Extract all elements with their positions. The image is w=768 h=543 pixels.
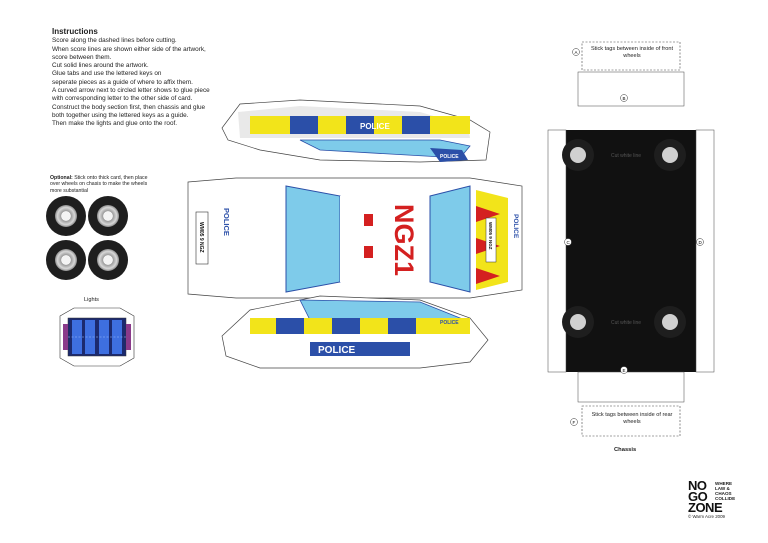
instruction-line: Construct the body section first, then c…: [52, 103, 206, 111]
lights-label: Lights: [84, 297, 99, 303]
side-police-small-lower: POLICE: [440, 320, 459, 326]
front-plate: WM05 9 NGZ: [198, 222, 204, 253]
logo-line: ZONE: [688, 500, 723, 515]
side-police-text-upper: POLICE: [360, 122, 390, 131]
key-letter: C: [567, 240, 571, 245]
roof-registration: NGZ1: [389, 204, 419, 276]
side-police-small-upper: POLICE: [440, 154, 459, 160]
key-letter: F: [573, 420, 576, 425]
cut-line-label: Cut white line: [611, 320, 641, 326]
spare-wheel: [88, 196, 128, 236]
copyright: © Warm Acre 2009: [688, 514, 725, 519]
chassis-label: Chassis: [614, 447, 637, 453]
instruction-line: score between them.: [52, 53, 112, 61]
instruction-line: Score along the dashed lines before cutt…: [52, 37, 177, 45]
logo-tag: CHAOS: [715, 491, 732, 496]
instruction-line: with corresponding letter to the other s…: [52, 95, 193, 103]
logo-line: NO: [688, 478, 707, 493]
side-police-text-lower: POLICE: [318, 345, 356, 356]
bonnet-police-text: POLICE: [222, 208, 231, 236]
front-wheels-note: Stick tags between inside of front wheel…: [590, 46, 674, 59]
logo-tagline: WHERE LAW & CHAOS COLLIDE: [715, 481, 735, 501]
logo-tag: WHERE: [715, 481, 733, 486]
rear-plate: WM05 9 NGZ: [488, 222, 493, 250]
rear-wheels-note: Stick tags between inside of rear wheels: [591, 412, 673, 425]
key-letter: E: [623, 368, 626, 373]
no-go-zone-logo: NO GO ZONE WHERE LAW & CHAOS COLLIDE © W…: [688, 478, 758, 519]
cut-line-label: Cut white line: [611, 153, 641, 159]
instruction-line: both together using the lettered keys as…: [52, 111, 189, 119]
optional-note: Optional: Stick onto thick card, then pl…: [50, 175, 150, 194]
spare-wheel: [88, 240, 128, 280]
key-letter: D: [699, 240, 703, 245]
logo-line: GO: [688, 489, 708, 504]
optional-label: Optional:: [50, 175, 73, 181]
instruction-line: Then make the lights and glue onto the r…: [52, 120, 178, 128]
spare-wheel: [46, 240, 86, 280]
lights-cutout: [59, 307, 135, 367]
key-letter: B: [623, 96, 626, 101]
upper-side-panel: POLICE POLICE: [221, 99, 491, 163]
instruction-line: Cut solid lines around the artwork.: [52, 62, 149, 70]
optional-text: Stick onto thick card, then place over w…: [50, 175, 148, 194]
instruction-line: seperate pieces as a guide of where to a…: [52, 78, 193, 86]
logo-tag: LAW &: [715, 486, 730, 491]
key-letter: A: [575, 50, 578, 55]
logo-tag: COLLIDE: [715, 496, 736, 501]
top-view-panel: WM05 9 NGZ POLICE NGZ1 WM05 9 NGZ POLICE: [187, 177, 523, 299]
lower-side-panel: POLICE POLICE: [221, 295, 489, 369]
instruction-line: When score lines are shown either side o…: [52, 45, 206, 53]
instructions-block: Instructions Score along the dashed line…: [52, 27, 297, 129]
instruction-line: Glue tabs and use the lettered keys on: [52, 70, 162, 78]
boot-police-text: POLICE: [512, 214, 519, 239]
instruction-line: A curved arrow next to circled letter sh…: [52, 87, 210, 95]
spare-wheel: [46, 196, 86, 236]
instructions-title: Instructions: [52, 27, 98, 36]
